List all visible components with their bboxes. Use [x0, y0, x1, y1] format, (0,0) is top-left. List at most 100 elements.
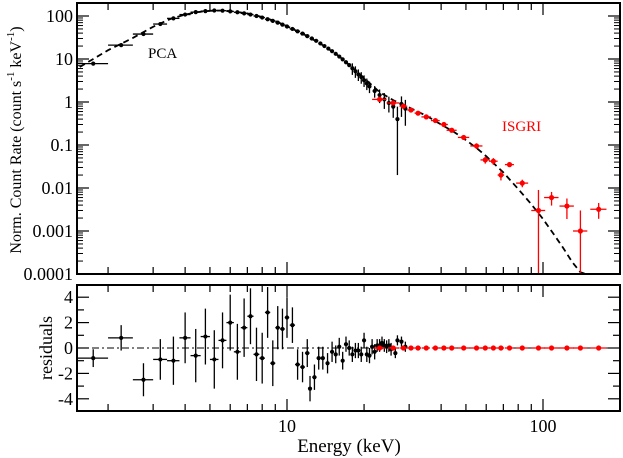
data-point [329, 49, 335, 54]
data-point [171, 16, 176, 21]
data-point [318, 41, 323, 46]
data-point [548, 345, 555, 351]
data-point [141, 377, 146, 382]
data-point [337, 344, 342, 349]
data-point [461, 345, 467, 351]
data-point [228, 320, 233, 325]
data-point [408, 107, 414, 113]
data-point [343, 342, 349, 347]
data-point [280, 22, 285, 27]
data-point [347, 345, 352, 351]
data-point [248, 12, 253, 17]
data-point [400, 345, 407, 351]
data-point [390, 100, 396, 106]
data-point [577, 228, 584, 234]
data-point [275, 325, 280, 330]
x-axis-label: Energy (keV) [297, 436, 401, 457]
data-point [340, 358, 345, 363]
y-tick-label: 4 [64, 287, 73, 307]
data-point [473, 345, 480, 351]
data-point [482, 157, 488, 163]
data-point [295, 362, 300, 367]
data-point [242, 11, 247, 16]
data-point [280, 326, 285, 332]
y-tick-label: -4 [58, 389, 73, 409]
residuals-x-ticks [107, 285, 621, 411]
data-point [337, 54, 342, 59]
data-point [260, 356, 265, 361]
data-point [235, 349, 240, 354]
data-point [449, 345, 455, 351]
y-tick-label: 10 [55, 49, 73, 69]
data-point [519, 345, 525, 351]
data-point [449, 127, 455, 133]
isgri-residual-series [373, 345, 607, 351]
data-point [432, 345, 439, 351]
y-tick-label: 0.1 [51, 135, 74, 155]
spectrum-x-ticks [107, 3, 621, 274]
data-point [408, 345, 414, 351]
data-point [356, 72, 361, 77]
data-point [141, 31, 146, 37]
data-point [432, 117, 439, 124]
data-point [367, 353, 372, 358]
data-point [119, 43, 124, 48]
data-point [325, 361, 330, 366]
spectrum-frame [76, 2, 621, 275]
data-point [395, 117, 400, 122]
data-point [596, 345, 602, 351]
pca-label: PCA [148, 46, 177, 62]
data-point [260, 15, 265, 20]
isgri-series [372, 96, 607, 274]
data-point [361, 78, 367, 83]
data-point [119, 335, 124, 340]
data-point [316, 356, 321, 361]
data-point [482, 345, 488, 351]
data-point [305, 350, 310, 356]
data-point [295, 29, 300, 34]
data-point [415, 110, 421, 116]
data-point [564, 345, 570, 351]
data-point [290, 323, 295, 328]
data-point [423, 345, 429, 351]
data-point [220, 8, 225, 13]
data-point [423, 114, 429, 120]
data-point [356, 348, 361, 353]
data-point [300, 364, 305, 370]
data-point [343, 60, 349, 65]
data-point [535, 207, 542, 214]
data-point [193, 10, 198, 15]
data-point [254, 352, 259, 357]
residuals-y-axis-label: residuals [36, 316, 56, 380]
data-point [473, 143, 480, 149]
data-point [461, 134, 467, 141]
data-point [490, 158, 496, 164]
data-point [386, 343, 391, 348]
spectrum-y-axis-label: Norm. Count Rate (count s-1 keV-1) [5, 26, 25, 253]
data-point [399, 339, 404, 344]
data-point [340, 57, 345, 62]
data-point [312, 375, 317, 380]
data-point [300, 31, 305, 36]
data-point [372, 349, 377, 354]
data-point [359, 74, 364, 80]
data-point [254, 13, 259, 19]
data-point [391, 104, 396, 109]
data-point [183, 12, 188, 17]
data-point [400, 103, 407, 109]
data-point [235, 10, 240, 15]
data-point [564, 203, 570, 209]
data-point [91, 356, 96, 361]
data-point [490, 345, 496, 351]
y-tick-label: 100 [46, 6, 73, 26]
y-tick-label: 1 [64, 92, 73, 112]
data-point [519, 180, 525, 186]
data-point [284, 24, 290, 29]
data-point [367, 84, 372, 89]
pca-residual-series [76, 287, 408, 402]
data-point [270, 361, 275, 366]
data-point [596, 206, 602, 212]
